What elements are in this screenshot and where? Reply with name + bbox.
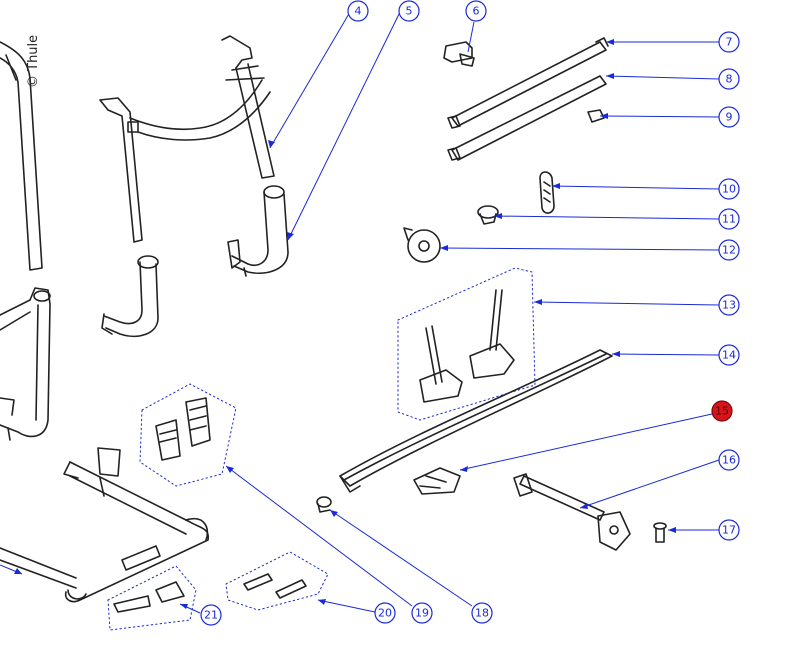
callout-12[interactable]: 12 (718, 239, 740, 261)
part-7-bar (447, 37, 609, 129)
callout-17[interactable]: 17 (718, 519, 740, 541)
callout-16[interactable]: 16 (718, 449, 740, 471)
callout-20[interactable]: 20 (374, 602, 396, 624)
part-15-buckle (413, 467, 461, 495)
callout-17-label: 17 (722, 524, 736, 537)
part-14-rail (339, 349, 613, 493)
callout-7-label: 7 (726, 36, 733, 49)
callout-19-label: 19 (415, 607, 429, 620)
part-21-brackets (107, 565, 197, 631)
callout-13-label: 13 (722, 299, 736, 312)
callout-20-label: 20 (378, 607, 392, 620)
part-20-clips (225, 551, 329, 611)
part-17-bolt (653, 522, 667, 543)
callout-7[interactable]: 7 (718, 31, 740, 53)
callout-19[interactable]: 19 (411, 602, 433, 624)
callout-13[interactable]: 13 (718, 294, 740, 316)
part-11-knob (477, 205, 499, 225)
leader-arrows (14, 39, 676, 609)
base-frame (0, 447, 210, 603)
callout-21[interactable]: 21 (200, 604, 222, 626)
frame-left-bars (0, 41, 51, 441)
callout-12-label: 12 (722, 244, 736, 257)
callout-4[interactable]: 4 (347, 0, 369, 22)
leader-lines (0, 11, 720, 614)
callout-10[interactable]: 10 (718, 178, 740, 200)
part-16-arm (513, 473, 631, 551)
callout-14-label: 14 (722, 349, 736, 362)
callout-10-label: 10 (722, 183, 736, 196)
callout-5[interactable]: 5 (398, 0, 420, 22)
callout-18-label: 18 (475, 607, 489, 620)
callout-16-label: 16 (722, 454, 736, 467)
callout-4-label: 4 (355, 5, 362, 18)
callout-15[interactable]: 15 (711, 400, 733, 422)
callout-8-label: 8 (726, 73, 733, 86)
part-6-clip (443, 41, 475, 67)
part-10-strap (539, 171, 555, 214)
callout-6-label: 6 (473, 5, 480, 18)
callout-9-label: 9 (726, 111, 733, 124)
part-4-frame (99, 35, 275, 338)
part-19-pads (139, 383, 237, 487)
callout-11[interactable]: 11 (718, 208, 740, 230)
callout-6[interactable]: 6 (465, 0, 487, 22)
callout-14[interactable]: 14 (718, 344, 740, 366)
part-5-bar (227, 185, 289, 277)
callout-9[interactable]: 9 (718, 106, 740, 128)
callout-18[interactable]: 18 (471, 602, 493, 624)
part-8-bar (447, 75, 607, 161)
callouts: 4 5 6 7 8 9 10 11 12 13 14 15 16 17 18 1… (200, 0, 740, 626)
callout-21-label: 21 (204, 609, 218, 622)
part-12-roll (403, 227, 441, 263)
part-18-cap (316, 496, 332, 513)
part-13-wheel-holders (397, 267, 536, 421)
part-9-clip (587, 109, 605, 123)
callout-15-label: 15 (715, 405, 729, 418)
callout-8[interactable]: 8 (718, 68, 740, 90)
copyright-text: © Thule (26, 34, 41, 88)
callout-5-label: 5 (406, 5, 413, 18)
callout-11-label: 11 (722, 213, 736, 226)
